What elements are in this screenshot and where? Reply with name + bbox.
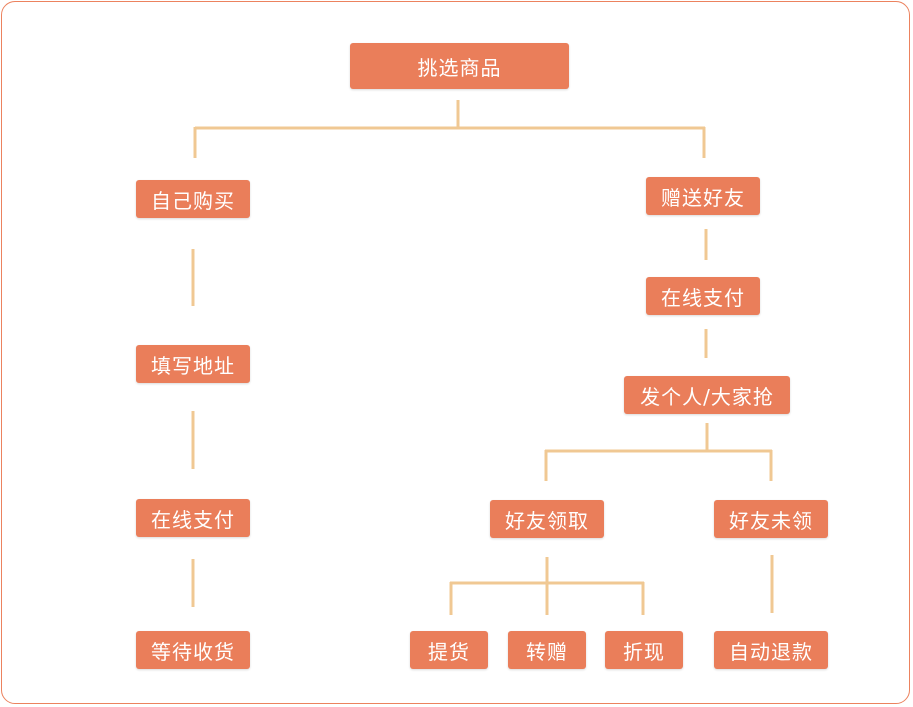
node-pickup: 提货 [410,631,488,669]
node-label: 自己购买 [151,188,235,213]
node-label: 在线支付 [661,285,745,310]
node-label: 转赠 [526,639,568,664]
node-online-pay-right: 在线支付 [646,277,760,315]
node-label: 赠送好友 [661,185,745,210]
node-label: 自动退款 [729,639,813,664]
node-wait-receive: 等待收货 [136,631,250,669]
node-label: 好友未领 [729,508,813,533]
node-gift-friend: 赠送好友 [646,177,760,215]
node-label: 填写地址 [151,353,235,378]
node-cash-out: 折现 [605,631,683,669]
node-label: 等待收货 [151,639,235,664]
node-friend-claim: 好友领取 [490,500,604,538]
node-self-buy: 自己购买 [136,180,250,218]
node-auto-refund: 自动退款 [714,631,828,669]
node-label: 折现 [623,639,665,664]
node-fill-address: 填写地址 [136,345,250,383]
node-friend-unclaimed: 好友未领 [714,500,828,538]
node-grab: 发个人/大家抢 [624,376,790,414]
node-label: 挑选商品 [417,55,502,80]
node-label: 好友领取 [505,508,589,533]
node-online-pay-left: 在线支付 [136,499,250,537]
node-label: 提货 [428,639,470,664]
node-transfer: 转赠 [508,631,586,669]
node-label: 发个人/大家抢 [640,384,774,409]
node-select-product: 挑选商品 [350,43,569,89]
node-label: 在线支付 [151,507,235,532]
